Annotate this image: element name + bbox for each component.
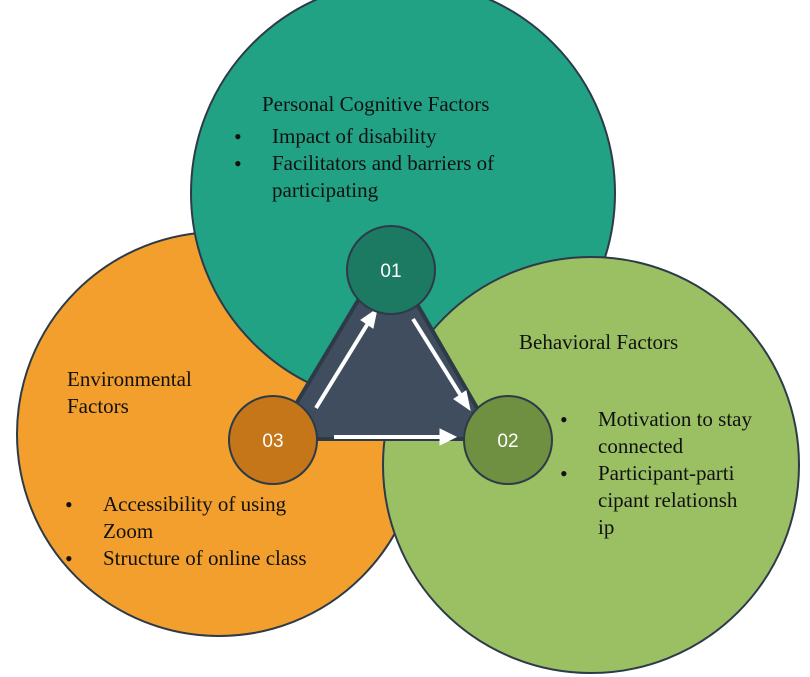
arrow-01-to-02 <box>411 317 471 412</box>
list-item: Participant-participant relationship <box>558 460 738 541</box>
node-01-circle <box>346 225 436 315</box>
behavioral-factors-list: Motivation to stay connected Participant… <box>558 406 788 541</box>
personal-factors-title: Personal Cognitive Factors <box>262 92 490 116</box>
arrow-03-to-01 <box>314 307 378 410</box>
behavioral-factors-text: Motivation to stay connected Participant… <box>558 406 788 541</box>
node-01-label: 01 <box>380 261 401 282</box>
node-01: 01 <box>346 225 436 315</box>
node-03: 03 <box>228 395 318 485</box>
node-02-label: 02 <box>497 431 518 452</box>
node-03-label: 03 <box>262 431 283 452</box>
node-02: 02 <box>463 395 553 485</box>
list-item: Motivation to stay connected <box>558 406 758 460</box>
environmental-factors-list: Accessibility of using Zoom Structure of… <box>63 491 383 572</box>
list-item: Structure of online class <box>63 545 383 572</box>
arrow-03-to-02 <box>334 428 458 446</box>
list-item: Impact of disability <box>232 123 552 150</box>
node-02-circle <box>463 395 553 485</box>
list-item: Facilitators and barriers of participati… <box>232 150 522 204</box>
personal-factors-list: Impact of disability Facilitators and ba… <box>232 123 552 204</box>
environmental-factors-title: Environmental Factors <box>67 367 192 418</box>
list-item: Accessibility of using Zoom <box>63 491 333 545</box>
personal-factors-text: Personal Cognitive Factors Impact of dis… <box>232 91 552 204</box>
behavioral-factors-title: Behavioral Factors <box>519 330 679 354</box>
node-03-circle <box>228 395 318 485</box>
cycle-arrows <box>314 307 471 446</box>
environmental-factors-text: Accessibility of using Zoom Structure of… <box>63 491 383 572</box>
